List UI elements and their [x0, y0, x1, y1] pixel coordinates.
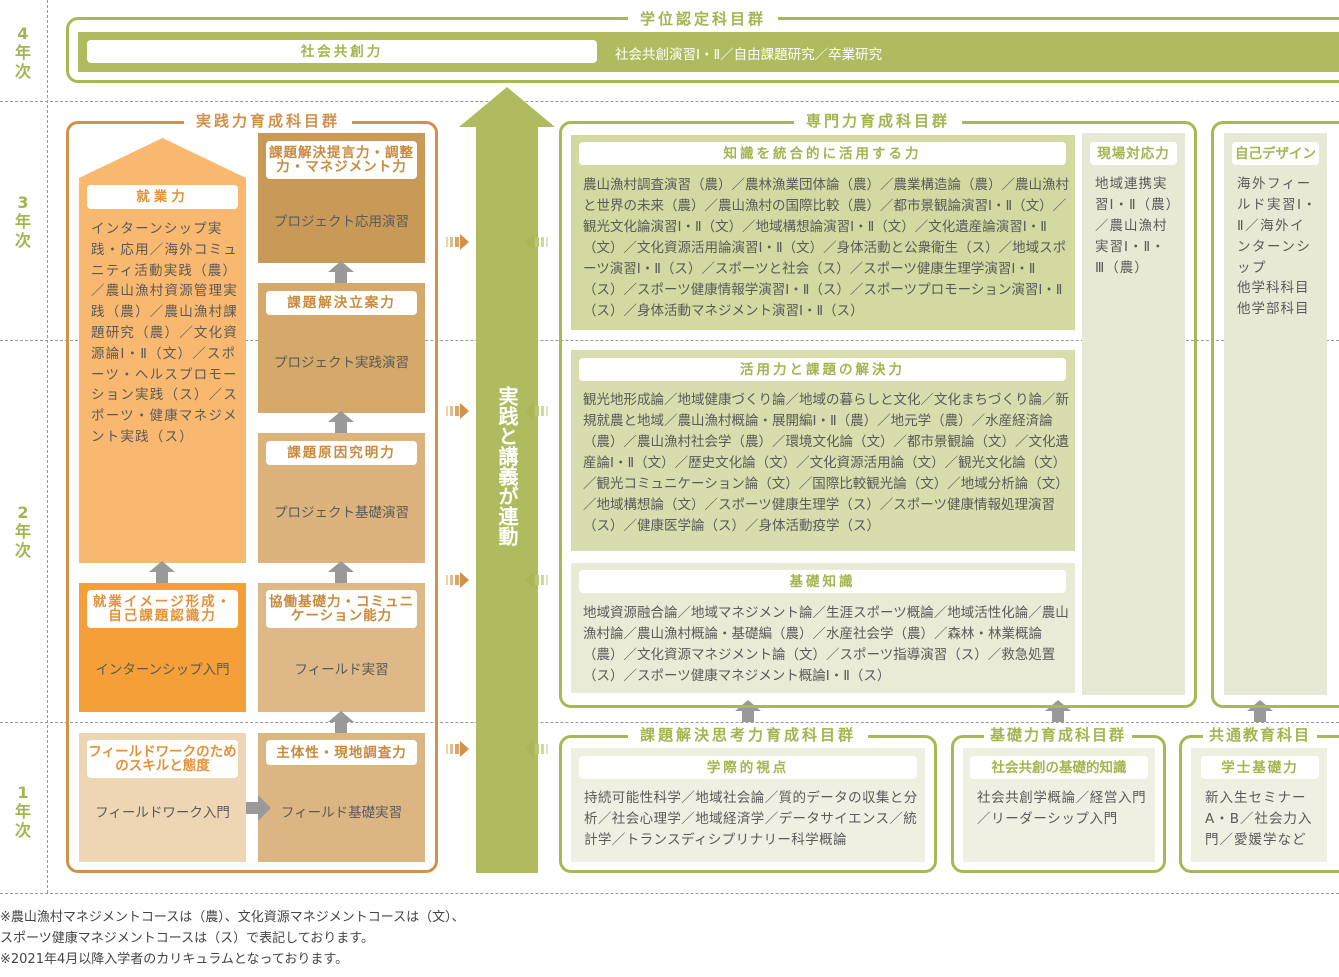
panel-co-creation-basics: 社会共創の基礎的知識 社会共創学概論／経営入門／リーダーシップ入門	[963, 748, 1155, 862]
panel-label: 活用力と課題の解決力	[579, 358, 1066, 381]
panel-self-design: 自己デザイン 海外フィールド実習Ⅰ・Ⅱ／海外インターンシップ 他学科科目 他学部…	[1224, 133, 1327, 695]
box-course: プロジェクト応用演習	[274, 214, 409, 230]
panel-application: 活用力と課題の解決力 観光地形成論／地域健康づくり論／地域の暮らしと文化／文化ま…	[571, 350, 1075, 551]
panel-courses: 観光地形成論／地域健康づくり論／地域の暮らしと文化／文化まちづくり論／新規就農と…	[583, 392, 1069, 534]
box-label: 課題原因究明力	[266, 441, 417, 465]
degree-title: 学位認定科目群	[627, 10, 779, 28]
link-left-arrow-icon	[525, 741, 548, 757]
year-column-divider	[47, 0, 48, 893]
box-fieldwork-skills: フィールドワークのためのスキルと態度 フィールドワーク入門	[79, 733, 246, 862]
problem-solving-title: 課題解決思考力育成科目群	[627, 726, 869, 744]
box-label: フィールドワークのためのスキルと態度	[87, 740, 238, 778]
employability-courses: インターンシップ実践・応用／海外コミュニティ活動実践（農）／農山漁村資源管理実践…	[91, 221, 238, 445]
link-right-arrow-icon	[446, 234, 469, 250]
panel-basic-knowledge: 基礎知識 地域資源融合論／地域マネジメント論／生涯スポーツ概論／地域活性化論／農…	[571, 563, 1075, 693]
central-up-arrow	[459, 87, 555, 873]
panel-label: 学際的視点	[579, 756, 917, 779]
box-course: フィールドワーク入門	[95, 805, 230, 821]
employability-block	[79, 138, 246, 563]
panel-bachelor-basics: 学士基礎力 新入生セミナーA・B／社会力入門／愛媛学など	[1191, 748, 1327, 862]
panel-courses: 社会共創学概論／経営入門／リーダーシップ入門	[977, 790, 1147, 827]
box-employment-image: 就業イメージ形成・自己課題認識力 インターンシップ入門	[79, 583, 246, 712]
link-right-arrow-icon	[446, 572, 469, 588]
link-left-arrow-icon	[525, 572, 548, 588]
year-label-1: 1年次	[14, 783, 31, 840]
box-label: 主体性・現地調査力	[266, 740, 417, 765]
box-proposal-management: 課題解決提言力・調整力・マネジメント力 プロジェクト応用演習	[258, 133, 425, 263]
box-course: フィールド基礎実習	[280, 805, 403, 821]
panel-courses: 農山漁村調査演習（農）／農林漁業団体論（農）／農業構造論（農）／農山漁村と世界の…	[583, 177, 1069, 319]
box-label: 課題解決提言力・調整力・マネジメント力	[266, 141, 417, 179]
up-arrow-icon	[328, 261, 354, 283]
box-label: 課題解決立案力	[266, 291, 417, 315]
specialist-title: 専門力育成科目群	[793, 112, 963, 130]
central-arrow-label: 実践と講義が連動	[495, 386, 519, 546]
year-label-2: 2年次	[14, 503, 31, 560]
box-initiative-survey: 主体性・現地調査力 フィールド基礎実習	[258, 733, 425, 862]
up-arrow-icon	[328, 561, 354, 583]
panel-courses: 地域連携実習Ⅰ・Ⅱ（農）／農山漁村実習Ⅰ・Ⅱ・Ⅲ（農）	[1095, 176, 1174, 276]
year-label-4: 4年次	[14, 24, 31, 81]
box-course: プロジェクト基礎演習	[274, 505, 409, 521]
panel-label: 社会共創の基礎的知識	[970, 756, 1148, 779]
link-left-arrow-icon	[525, 403, 548, 419]
box-label: 協働基礎力・コミュニケーション能力	[266, 590, 417, 628]
box-course: フィールド実習	[294, 662, 389, 678]
box-label: 就業イメージ形成・自己課題認識力	[87, 590, 238, 628]
panel-label: 現場対応力	[1090, 142, 1177, 165]
degree-label: 社会共創力	[87, 40, 597, 63]
link-left-arrow-icon	[525, 234, 548, 250]
up-arrow-icon	[328, 411, 354, 433]
panel-courses: 新入生セミナーA・B／社会力入門／愛媛学など	[1205, 790, 1313, 848]
divider-year4	[0, 101, 1339, 102]
panel-other-dept: 他学科科目	[1237, 280, 1310, 296]
panel-label: 学士基礎力	[1201, 756, 1319, 779]
practice-title: 実践力育成科目群	[183, 112, 353, 130]
foundation-title: 基礎力育成科目群	[983, 726, 1133, 744]
employability-label: 就業力	[87, 185, 238, 209]
note-course-abbrev-cont: スポーツ健康マネジメントコースは（ス）で表記しております。	[0, 931, 375, 946]
panel-label: 知識を統合的に活用する力	[579, 142, 1066, 165]
box-solution-planning: 課題解決立案力 プロジェクト実践演習	[258, 283, 425, 413]
year-label-3: 3年次	[14, 193, 31, 250]
panel-field-response: 現場対応力 地域連携実習Ⅰ・Ⅱ（農）／農山漁村実習Ⅰ・Ⅱ・Ⅲ（農）	[1082, 133, 1185, 695]
panel-courses: 持続可能性科学／地域社会論／質的データの収集と分析／社会心理学／地域経済学／デー…	[584, 790, 918, 848]
box-collaboration: 協働基礎力・コミュニケーション能力 フィールド実習	[258, 583, 425, 712]
link-right-arrow-icon	[446, 403, 469, 419]
note-curriculum-year: ※2021年4月以降入学者のカリキュラムとなっております。	[0, 952, 349, 967]
panel-label: 自己デザイン	[1232, 142, 1319, 165]
panel-courses: 地域資源融合論／地域マネジメント論／生涯スポーツ概論／地域活性化論／農山漁村論／…	[583, 605, 1069, 684]
up-arrow-icon	[149, 561, 175, 583]
link-right-arrow-icon	[446, 741, 469, 757]
divider-year2	[0, 722, 1339, 723]
box-course: プロジェクト実践演習	[274, 355, 409, 371]
panel-courses: 海外フィールド実習Ⅰ・Ⅱ／海外インターンシップ	[1237, 176, 1318, 276]
common-title: 共通教育科目	[1202, 726, 1318, 744]
box-cause-investigation: 課題原因究明力 プロジェクト基礎演習	[258, 433, 425, 563]
self-design-group	[1211, 121, 1339, 708]
panel-interdisciplinary: 学際的視点 持続可能性科学／地域社会論／質的データの収集と分析／社会心理学／地域…	[571, 748, 925, 862]
panel-other-faculty: 他学部科目	[1237, 301, 1310, 317]
right-arrow-icon	[246, 795, 271, 821]
divider-year1	[0, 893, 1339, 894]
panel-label: 基礎知識	[579, 570, 1066, 593]
divider-year3	[0, 340, 1339, 341]
up-arrow-icon	[328, 711, 354, 733]
note-course-abbrev: ※農山漁村マネジメントコースは（農）、文化資源マネジメントコースは（文）、	[0, 910, 465, 925]
panel-integrated-knowledge: 知識を統合的に活用する力 農山漁村調査演習（農）／農林漁業団体論（農）／農業構造…	[571, 135, 1075, 330]
degree-courses: 社会共創演習Ⅰ・Ⅱ／自由課題研究／卒業研究	[615, 47, 883, 63]
box-course: インターンシップ入門	[95, 662, 230, 678]
